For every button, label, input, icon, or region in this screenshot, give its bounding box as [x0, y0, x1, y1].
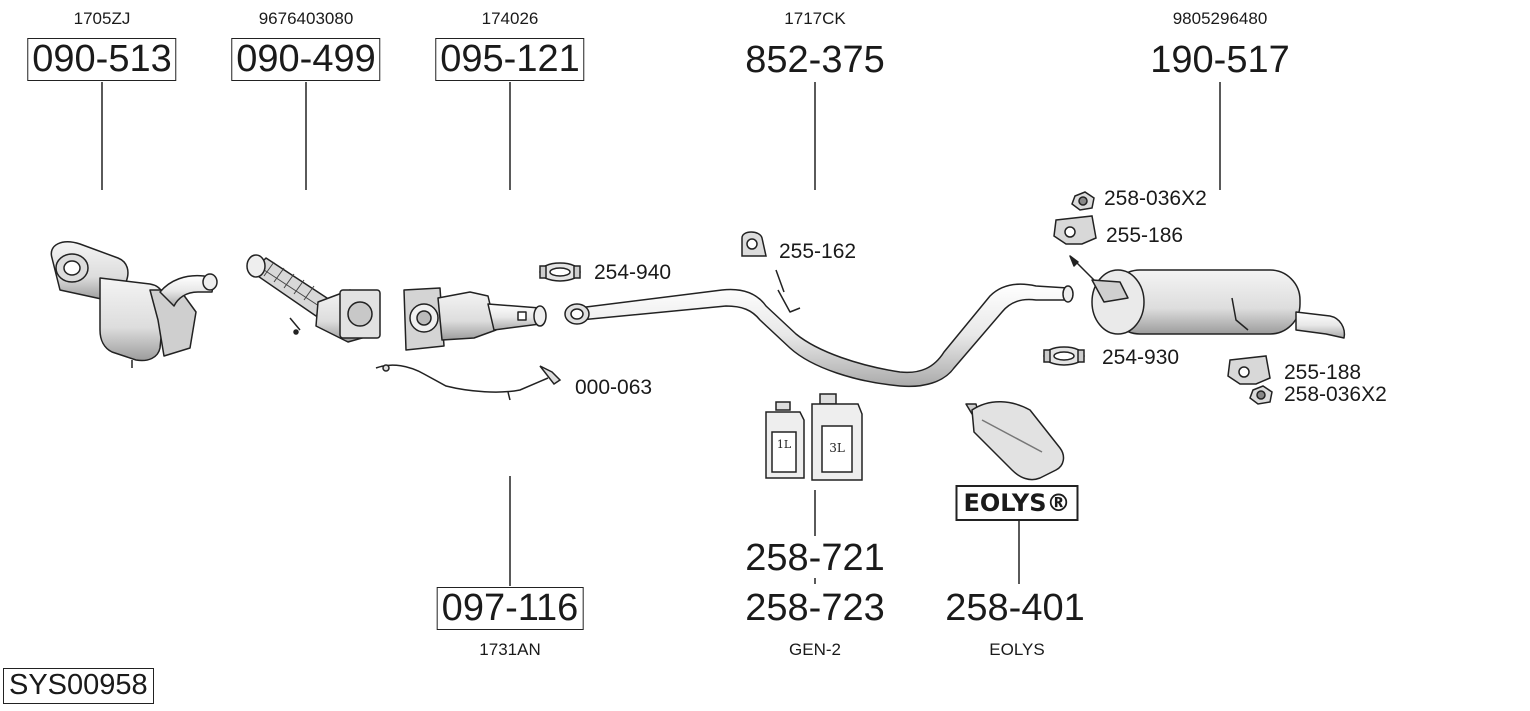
centre-pipe-part	[564, 269, 1074, 388]
part-number-090-513[interactable]: 090-513	[27, 38, 177, 81]
part-label-258-036x2-top[interactable]: 258-036X2	[1104, 187, 1207, 210]
part-label-254-940[interactable]: 254-940	[594, 261, 672, 284]
oe-number-1731an: 1731AN	[479, 640, 541, 659]
oe-number-9805296480: 9805296480	[1172, 9, 1268, 28]
part-label-255-188[interactable]: 255-188	[1284, 361, 1362, 384]
additive-can-large	[811, 393, 863, 481]
part-label-255-162[interactable]: 255-162	[779, 240, 857, 263]
part-number-258-401[interactable]: 258-401	[945, 587, 1085, 629]
part-number-190-517[interactable]: 190-517	[1150, 39, 1290, 81]
turbo-elbow-catalyst-part	[50, 241, 218, 368]
part-label-255-186[interactable]: 255-186	[1106, 224, 1184, 247]
oe-number-1717ck: 1717CK	[784, 9, 846, 28]
hanger-255-162-part	[741, 231, 767, 257]
nut-258-036-top-part	[1071, 191, 1095, 211]
clamp-254-940-part	[539, 262, 581, 282]
particulate-filter-part	[403, 287, 547, 351]
oe-number-9676403080: 9676403080	[258, 9, 354, 28]
hanger-255-186-part	[1053, 215, 1097, 245]
part-label-258-036x2-bottom[interactable]: 258-036X2	[1284, 383, 1387, 406]
part-number-090-499[interactable]: 090-499	[231, 38, 381, 81]
part-number-095-121[interactable]: 095-121	[435, 38, 585, 81]
rear-silencer-part	[1069, 255, 1346, 339]
part-label-254-930[interactable]: 254-930	[1102, 346, 1180, 369]
large-can-label: 3L	[829, 441, 845, 455]
clamp-254-930-part	[1043, 346, 1085, 366]
oe-number-1705zj: 1705ZJ	[73, 9, 131, 28]
additive-bottle-small	[765, 401, 805, 479]
eolys-pouch-part	[965, 401, 1065, 481]
part-number-258-721[interactable]: 258-721	[745, 537, 885, 579]
leader-lines	[101, 82, 1221, 586]
part-number-097-116[interactable]: 097-116	[436, 587, 584, 630]
oe-number-eolys: EOLYS	[989, 640, 1045, 659]
sensor-wire-part	[375, 364, 562, 401]
oe-number-gen-2: GEN-2	[789, 640, 841, 659]
part-label-000-063[interactable]: 000-063	[575, 376, 653, 399]
system-id-label: SYS00958	[3, 668, 154, 704]
nut-258-036-bottom-part	[1249, 385, 1273, 405]
small-bottle-label: 1L	[777, 438, 792, 451]
hanger-255-188-part	[1227, 355, 1271, 385]
eolys-logo-badge: EOLYS®	[955, 485, 1079, 521]
oe-number-174026: 174026	[481, 9, 539, 28]
flex-pipe-part	[246, 254, 381, 343]
part-number-852-375[interactable]: 852-375	[745, 39, 885, 81]
part-number-258-723[interactable]: 258-723	[745, 587, 885, 629]
